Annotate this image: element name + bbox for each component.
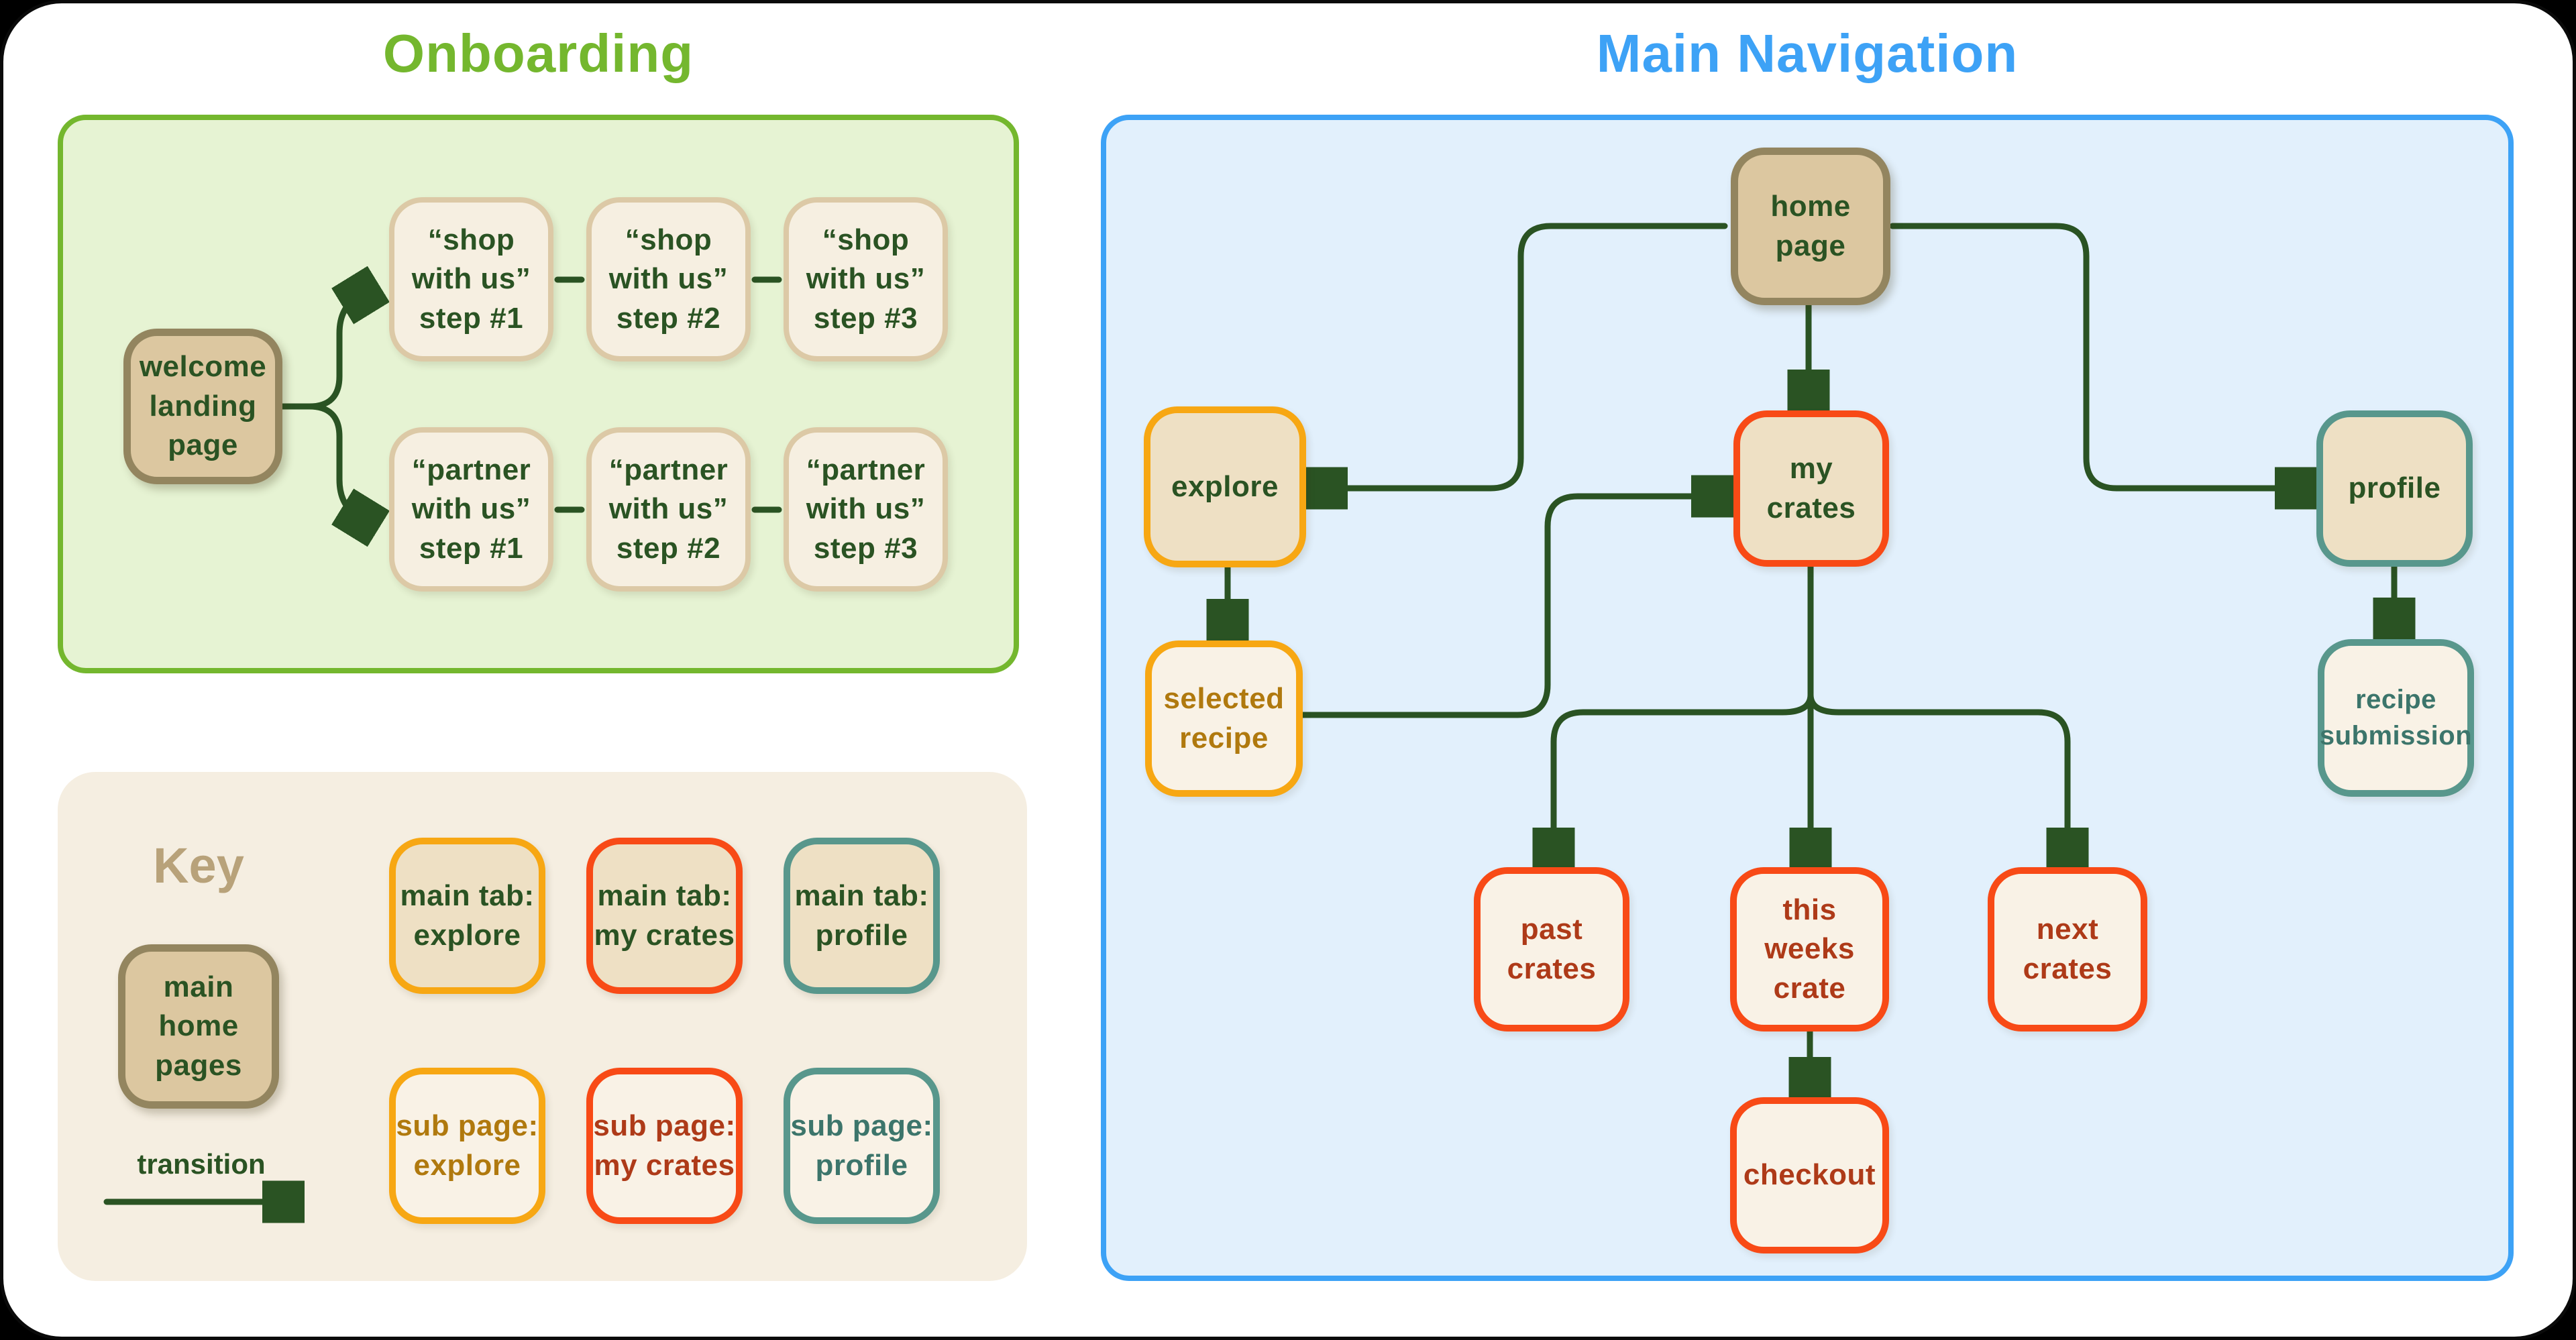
node-recipe-submission: recipe submission <box>2318 639 2474 797</box>
node-home-page: home page <box>1731 148 1890 305</box>
node-welcome-landing-page: welcome landing page <box>123 329 282 484</box>
arrow-welcome-to-shop-step1 <box>306 290 368 410</box>
key-node-sub-page-my-crates: sub page: my crates <box>586 1068 743 1224</box>
node-shop-step-3: “shop with us” step #3 <box>784 197 948 361</box>
node-next-crates: next crates <box>1988 867 2147 1031</box>
node-explore: explore <box>1144 406 1306 567</box>
node-my-crates: my crates <box>1733 410 1889 567</box>
node-shop-step-2: “shop with us” step #2 <box>586 197 751 361</box>
key-node-main-tab-my-crates: main tab: my crates <box>586 838 743 994</box>
arrow-home-to-profile <box>1889 223 2305 488</box>
arrow-home-to-explore <box>1318 223 1728 488</box>
node-profile: profile <box>2316 410 2473 567</box>
key-node-sub-page-profile: sub page: profile <box>784 1068 940 1224</box>
main-navigation-title: Main Navigation <box>1596 23 2019 83</box>
node-partner-step-1: “partner with us” step #1 <box>389 427 553 592</box>
node-this-weeks-crate: this weeks crate <box>1730 867 1889 1031</box>
node-partner-step-2: “partner with us” step #2 <box>586 427 751 592</box>
transition-label: transition <box>137 1148 266 1180</box>
node-past-crates: past crates <box>1474 867 1629 1031</box>
node-partner-step-3: “partner with us” step #3 <box>784 427 948 592</box>
key-node-main-home-pages: main home pages <box>118 944 279 1109</box>
node-checkout: checkout <box>1730 1097 1889 1253</box>
key-title: Key <box>153 838 244 893</box>
onboarding-title: Onboarding <box>382 23 694 83</box>
arrow-welcome-to-partner-step1 <box>306 403 368 522</box>
arrow-my-crates-to-past-crates <box>1554 691 1814 858</box>
arrow-my-crates-to-next-crates <box>1807 691 2068 858</box>
arrow-selected-recipe-to-my-crates <box>1299 496 1721 718</box>
key-node-sub-page-explore: sub page: explore <box>389 1068 545 1224</box>
key-node-main-tab-profile: main tab: profile <box>784 838 940 994</box>
node-selected-recipe: selected recipe <box>1145 640 1303 797</box>
node-shop-step-1: “shop with us” step #1 <box>389 197 553 361</box>
key-node-main-tab-explore: main tab: explore <box>389 838 545 994</box>
